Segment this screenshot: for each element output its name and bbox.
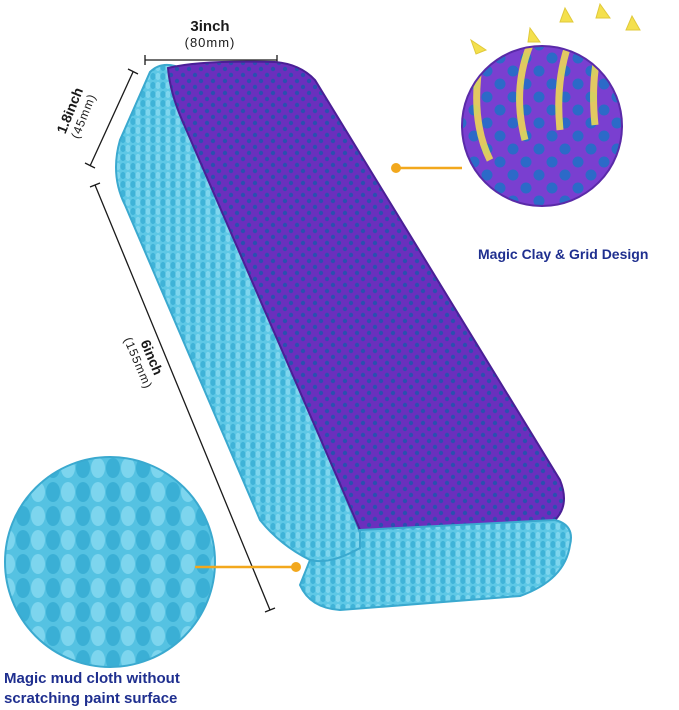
callout-dot-top (391, 163, 401, 173)
callout-dot-bottom (291, 562, 301, 572)
top-callout-connector (391, 163, 462, 173)
height-dimension-line (84, 68, 139, 169)
mud-cloth-caption-line1: Magic mud cloth without (4, 670, 180, 687)
mud-cloth-caption: Magic mud cloth without scratching paint… (4, 669, 180, 709)
mud-cloth-magnifier (4, 456, 216, 668)
width-inch: 3inch (190, 18, 230, 35)
sponge (115, 60, 572, 612)
upward-arrows-icon (470, 2, 641, 55)
width-mm: (80mm) (184, 35, 236, 50)
width-label: 3inch (80mm) (145, 18, 275, 50)
clay-grid-magnifier (461, 45, 623, 207)
clay-grid-caption: Magic Clay & Grid Design (478, 246, 649, 262)
mud-cloth-caption-line2: scratching paint surface (4, 690, 178, 707)
bottom-callout-connector (195, 562, 301, 572)
length-dimension-line (89, 182, 276, 613)
